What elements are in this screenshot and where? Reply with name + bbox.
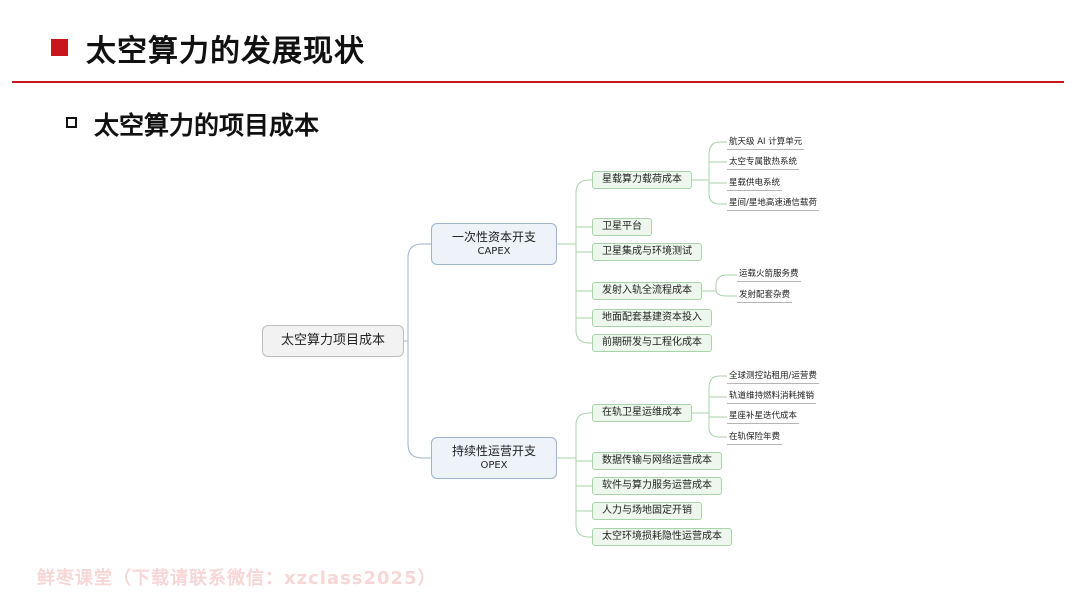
payload-child-cooling: 太空专属散热系统 [727,156,800,170]
ops-child-fuel-amortization: 轨道维持燃料消耗摊销 [727,390,817,404]
payload-child-power: 星载供电系统 [727,177,783,191]
capex-item-rnd: 前期研发与工程化成本 [592,334,712,352]
launch-child-misc-fee: 发射配套杂费 [737,289,793,303]
section-bullet-icon [66,117,77,128]
ops-child-tracking-stations: 全球测控站租用/运营费 [727,370,819,384]
title-divider [12,81,1064,83]
page-title: 太空算力的发展现状 [86,34,365,69]
capex-sublabel: CAPEX [477,246,511,257]
mindmap-root: 太空算力项目成本 [262,325,404,357]
capex-item-payload: 星载算力载荷成本 [592,171,692,189]
capex-node: 一次性资本开支 CAPEX [431,223,557,265]
opex-sublabel: OPEX [480,460,508,471]
opex-node: 持续性运营开支 OPEX [431,437,557,479]
capex-item-satellite-platform: 卫星平台 [592,218,652,236]
capex-item-ground-infrastructure: 地面配套基建资本投入 [592,309,712,327]
ops-child-constellation-replenish: 星座补星迭代成本 [727,410,800,424]
capex-label: 一次性资本开支 [451,230,536,244]
capex-item-integration-testing: 卫星集成与环境测试 [592,243,702,261]
launch-child-rocket-fee: 运载火箭服务费 [737,268,801,282]
opex-item-staff-site: 人力与场地固定开销 [592,502,702,520]
section-title: 太空算力的项目成本 [94,111,320,140]
ops-child-insurance: 在轨保险年费 [727,431,783,445]
opex-item-space-degradation: 太空环境损耗隐性运营成本 [592,528,732,546]
title-marker [51,39,68,56]
opex-item-software-service: 软件与算力服务运营成本 [592,477,722,495]
capex-item-launch: 发射入轨全流程成本 [592,282,702,300]
opex-label: 持续性运营开支 [451,444,536,458]
opex-item-data-network: 数据传输与网络运营成本 [592,452,722,470]
payload-child-comms: 星间/星地高速通信载荷 [727,197,819,211]
watermark: 鲜枣课堂（下载请联系微信：xzclass2025） [37,568,437,589]
opex-item-in-orbit-ops: 在轨卫星运维成本 [592,404,692,422]
payload-child-ai-unit: 航天级 AI 计算单元 [727,136,805,150]
